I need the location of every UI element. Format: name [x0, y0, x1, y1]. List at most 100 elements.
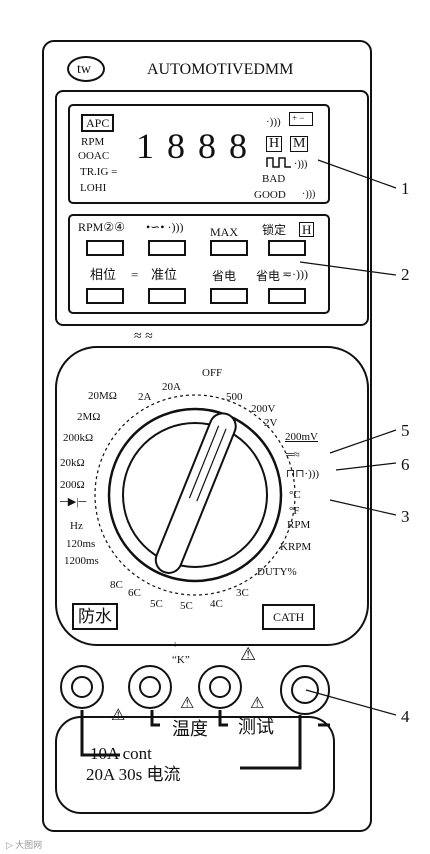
dial-left-3: 20kΩ	[60, 457, 85, 469]
lcd-rpm: RPM	[81, 136, 105, 148]
align-label: 准位	[151, 267, 178, 282]
dial-left-1: 2MΩ	[77, 411, 101, 423]
dial-left-4: 200Ω	[60, 479, 85, 491]
meter-body	[42, 40, 372, 832]
callout-4: 4	[401, 707, 410, 726]
dial-right-2: °F	[289, 505, 300, 517]
dial-right-4: KRPM	[280, 541, 312, 553]
minus-label: −	[188, 639, 195, 651]
diode-icon: ─▶|─	[60, 496, 87, 508]
callout-3: 3	[401, 507, 410, 526]
pulse-wave-icon: ·)))	[266, 157, 307, 169]
dial-bottom-3: 5C	[180, 600, 193, 612]
callout-5: 5	[401, 421, 410, 440]
dial-bottom-5: 3C	[236, 587, 249, 599]
dial-left-5: Hz	[70, 520, 83, 532]
waterproof-label: 防水	[72, 603, 118, 630]
dial-left-6: 120ms	[66, 538, 96, 550]
button-panel	[68, 214, 330, 314]
dial-left-0: 20MΩ	[88, 390, 117, 402]
dial-right-3: RPM	[287, 519, 311, 531]
warning-icon-1: ⚠	[111, 707, 126, 724]
dwell-button[interactable]	[148, 240, 186, 256]
warning-icon-3: ⚠	[250, 695, 265, 712]
lcd-screen	[68, 104, 330, 204]
brand-badge-text: tw	[77, 62, 91, 77]
watermark: ▷ 大图网	[6, 840, 43, 850]
max-button[interactable]	[210, 240, 248, 256]
pulse-dial-icon: ⊓⊓·)))	[286, 468, 320, 480]
warning-icon-2: ⚠	[180, 695, 195, 712]
lock-h-label: H	[299, 222, 315, 237]
lcd-ooac: OOAC	[78, 150, 110, 162]
dial-bottom-1: 6C	[128, 587, 141, 599]
callout-2: 2	[401, 265, 410, 284]
plus-label: +	[172, 639, 179, 651]
eq-label: =	[131, 267, 139, 282]
lcd-digits: 1 8 8 8	[136, 126, 249, 166]
max-label: MAX	[210, 225, 239, 239]
dial-top-1: 20A	[162, 381, 181, 393]
rotary-dial[interactable]	[90, 390, 300, 600]
dial-off: OFF	[202, 367, 223, 379]
jack-10a[interactable]	[60, 665, 104, 709]
lcd-h: H	[266, 136, 283, 152]
lcd-lohi: LOHI	[80, 182, 107, 194]
fuse-label-2: 20A 30s 电流	[86, 765, 181, 784]
save-label-2: 省电	[256, 269, 281, 283]
dial-top-3: 200V	[251, 403, 276, 415]
lock-button[interactable]	[268, 240, 306, 256]
callout-1: 1	[401, 179, 410, 198]
dial-left-2: 200kΩ	[63, 432, 94, 444]
dwell-probe-icon: •∽• ·)))	[146, 220, 184, 234]
lcd-apc: APC	[81, 114, 115, 132]
fuse-label-1: 10A cont	[90, 744, 152, 763]
dial-frame	[55, 346, 369, 646]
jack-v-ohm[interactable]	[280, 665, 330, 715]
lcd-m: M	[290, 136, 309, 152]
dial-top-2: 500	[226, 391, 243, 403]
rpm-button[interactable]	[86, 240, 124, 256]
fuse-lines	[80, 710, 330, 770]
dial-right-0: 200mV	[285, 431, 318, 443]
dial-bottom-2: 5C	[150, 598, 163, 610]
callout-6: 6	[401, 455, 410, 474]
dial-bottom-4: 4C	[210, 598, 223, 610]
fuse-area	[55, 716, 335, 814]
lcd-good: GOOD	[254, 189, 286, 201]
dial-left-7: 1200ms	[64, 555, 99, 567]
svg-text:·))): ·)))	[294, 159, 307, 169]
model-title: AUTOMOTIVEDMM	[147, 61, 294, 78]
test-label: 测试	[238, 717, 274, 737]
save-label-1: 省电	[212, 269, 237, 283]
jack-temp-minus[interactable]	[198, 665, 242, 709]
align-button[interactable]	[148, 288, 186, 304]
lcd-trig: TR.IG =	[80, 166, 118, 178]
jack-com-temp[interactable]	[128, 665, 172, 709]
battery-icon: + −	[289, 112, 313, 126]
phase-button[interactable]	[86, 288, 124, 304]
ignition-icon: ≂·)))	[282, 267, 309, 281]
brand-badge: tw	[67, 56, 105, 82]
dc-ac-icon: ═≈	[286, 449, 300, 461]
high-voltage-icon: ⚠	[240, 644, 257, 664]
approx-symbols: ≈ ≈	[134, 329, 153, 344]
save-button-2[interactable]	[268, 288, 306, 304]
dial-top-0: 2A	[138, 391, 152, 403]
dial-right-5: DUTY%	[257, 566, 297, 578]
dial-bottom-0: 8C	[110, 579, 123, 591]
good-tone-icon: ·)))	[302, 189, 316, 200]
temp-label: 温度	[172, 719, 208, 739]
k-label: “K”	[172, 654, 190, 666]
save-button-1[interactable]	[210, 288, 248, 304]
phase-label: 相位	[90, 267, 117, 282]
rpm24-label: RPM②④	[78, 220, 125, 234]
display-frame	[55, 90, 369, 326]
dial-right-1: °C	[289, 489, 301, 501]
cath-label: CATH	[262, 604, 316, 630]
continuity-icon: ·)))	[266, 116, 281, 128]
lock-label: 锁定	[262, 223, 287, 237]
dial-top-4: 2V	[264, 417, 278, 429]
lcd-bad: BAD	[262, 173, 286, 185]
